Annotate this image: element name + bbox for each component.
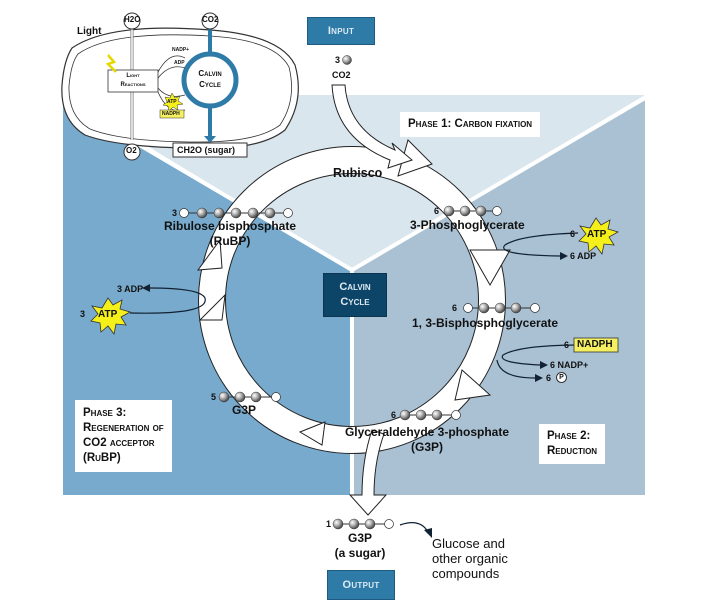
products-line3: compounds — [432, 566, 500, 581]
g3p-regen-chain — [218, 391, 281, 403]
output-arrow — [348, 429, 388, 516]
bpg-chain — [463, 302, 540, 314]
arrowhead-regen-1 — [198, 293, 226, 321]
output-g3p-name: G3P — [347, 531, 372, 545]
output-g3p-chain — [332, 518, 394, 530]
regen-atp-label: ATP — [98, 309, 118, 320]
products-line1: Glucose and — [432, 536, 505, 551]
output-box: Output — [327, 570, 395, 600]
output-g3p-label: G3P (a sugar) — [320, 531, 400, 561]
divider-right — [350, 96, 647, 272]
pi-release-arrow — [496, 359, 536, 379]
phase3-line4: (RuBP) — [83, 452, 121, 464]
g3p-label: Glyceraldehyde 3-phosphate (G3P) — [332, 425, 522, 455]
phase3-line3: CO2 acceptor — [83, 437, 155, 449]
cycle-ring — [198, 146, 506, 454]
g3p-chain — [399, 409, 461, 421]
g3p-abbr: (G3P) — [410, 440, 443, 454]
co2-input-arrow — [331, 84, 413, 169]
inset-light-reactions-line2: Reactions — [120, 82, 146, 88]
rubp-chain — [179, 207, 293, 219]
inset-co2-label: CO2 — [202, 15, 219, 24]
products-line2: other organic — [432, 551, 508, 566]
inset-atp-star — [162, 92, 184, 112]
pga-count: 6 — [434, 206, 440, 216]
regen-adp-label: 3 ADP — [117, 284, 144, 294]
inset-nadph-box — [159, 109, 185, 119]
atp-consume-arrow-regen — [129, 287, 206, 314]
inset-light-label: Light — [77, 26, 102, 37]
inset-light-reactions-line1: Light — [126, 73, 140, 79]
rubp-abbr: (RuBP) — [209, 234, 251, 248]
nadph-consume-arrow — [501, 344, 583, 366]
chloroplast-inset — [61, 12, 299, 161]
inset-light-reactions-box — [107, 69, 159, 93]
phase2-line2: Reduction — [547, 445, 598, 457]
rubisco-label: Rubisco — [333, 166, 383, 180]
phase1-adp-label: 6 ADP — [570, 251, 597, 261]
g3p-name: Glyceraldehyde 3-phosphate — [344, 425, 510, 439]
center-line1: Calvin — [339, 281, 371, 293]
inset-light-reactions-label: Light Reactions — [108, 72, 158, 90]
rubp-label: Ribulose bisphosphate (RuBP) — [140, 219, 320, 249]
inset-adp-label: ADP — [174, 60, 185, 66]
inset-o2-label: O2 — [126, 146, 137, 155]
nadph-count: 6 — [564, 340, 570, 350]
pi-symbol: P — [556, 372, 567, 383]
center-line2: Cycle — [340, 296, 370, 308]
phase1-label: Phase 1: Carbon fixation — [400, 112, 541, 137]
phase2-line1: Phase 2: — [547, 430, 591, 442]
input-co2-ball — [342, 55, 352, 65]
phase3-label: Phase 3: Regeneration of CO2 acceptor (R… — [75, 400, 172, 472]
output-products: Glucose and other organic compounds — [432, 536, 508, 581]
pi-count: 6 — [546, 373, 552, 383]
phase3-line2: Regeneration of — [83, 422, 164, 434]
atp-consume-arrow-phase1 — [503, 232, 579, 257]
inset-nadph-label: NADPH — [162, 111, 180, 117]
bpg-count: 6 — [452, 303, 458, 313]
calvin-cycle-center-box: Calvin Cycle — [323, 273, 387, 317]
inset-calvin-line1: Calvin — [198, 69, 222, 78]
pga-name: 3-Phosphoglycerate — [410, 218, 525, 232]
inset-sugar-label: CH2O (sugar) — [177, 145, 236, 155]
regen-atp-count: 3 — [80, 309, 86, 319]
rubp-count: 3 — [172, 208, 178, 218]
phase3-line1: Phase 3: — [83, 407, 127, 419]
arrowhead-to-g3p — [454, 369, 492, 401]
output-count: 1 — [326, 519, 332, 529]
arrowhead-to-bpg — [469, 249, 511, 287]
nadph-box — [573, 337, 619, 353]
g3p-count: 6 — [391, 410, 397, 420]
g3p-regen-count: 5 — [211, 392, 217, 402]
rubp-name: Ribulose bisphosphate — [163, 219, 296, 233]
nadp-out-label: 6 NADP+ — [550, 360, 589, 370]
atp-star-phase1 — [578, 217, 620, 255]
inset-calvin-line2: Cycle — [199, 80, 221, 89]
inset-atp-label: ATP — [167, 99, 177, 105]
input-box: Input — [307, 17, 375, 45]
pga-chain — [443, 205, 502, 217]
inset-h2o-label: H2O — [124, 15, 141, 24]
bpg-name: 1, 3-Bisphosphoglycerate — [412, 316, 559, 330]
inset-calvin-label: Calvin Cycle — [188, 68, 232, 90]
arrowhead-to-regen — [298, 421, 326, 446]
arrowhead-regen-2 — [196, 238, 223, 271]
phase1-atp-label: ATP — [587, 229, 607, 240]
phase2-label: Phase 2: Reduction — [539, 424, 606, 464]
input-count: 3 — [335, 55, 341, 65]
phase1-atp-count: 6 — [570, 229, 576, 239]
atp-star-regen — [90, 297, 132, 335]
output-products-arrow — [399, 522, 429, 533]
inset-nadp-label: NADP+ — [172, 47, 190, 53]
output-g3p-note: (a sugar) — [334, 546, 386, 560]
nadph-label: NADPH — [577, 339, 613, 350]
input-molecule: CO2 — [332, 70, 351, 80]
g3p-regen-name: G3P — [232, 403, 257, 417]
